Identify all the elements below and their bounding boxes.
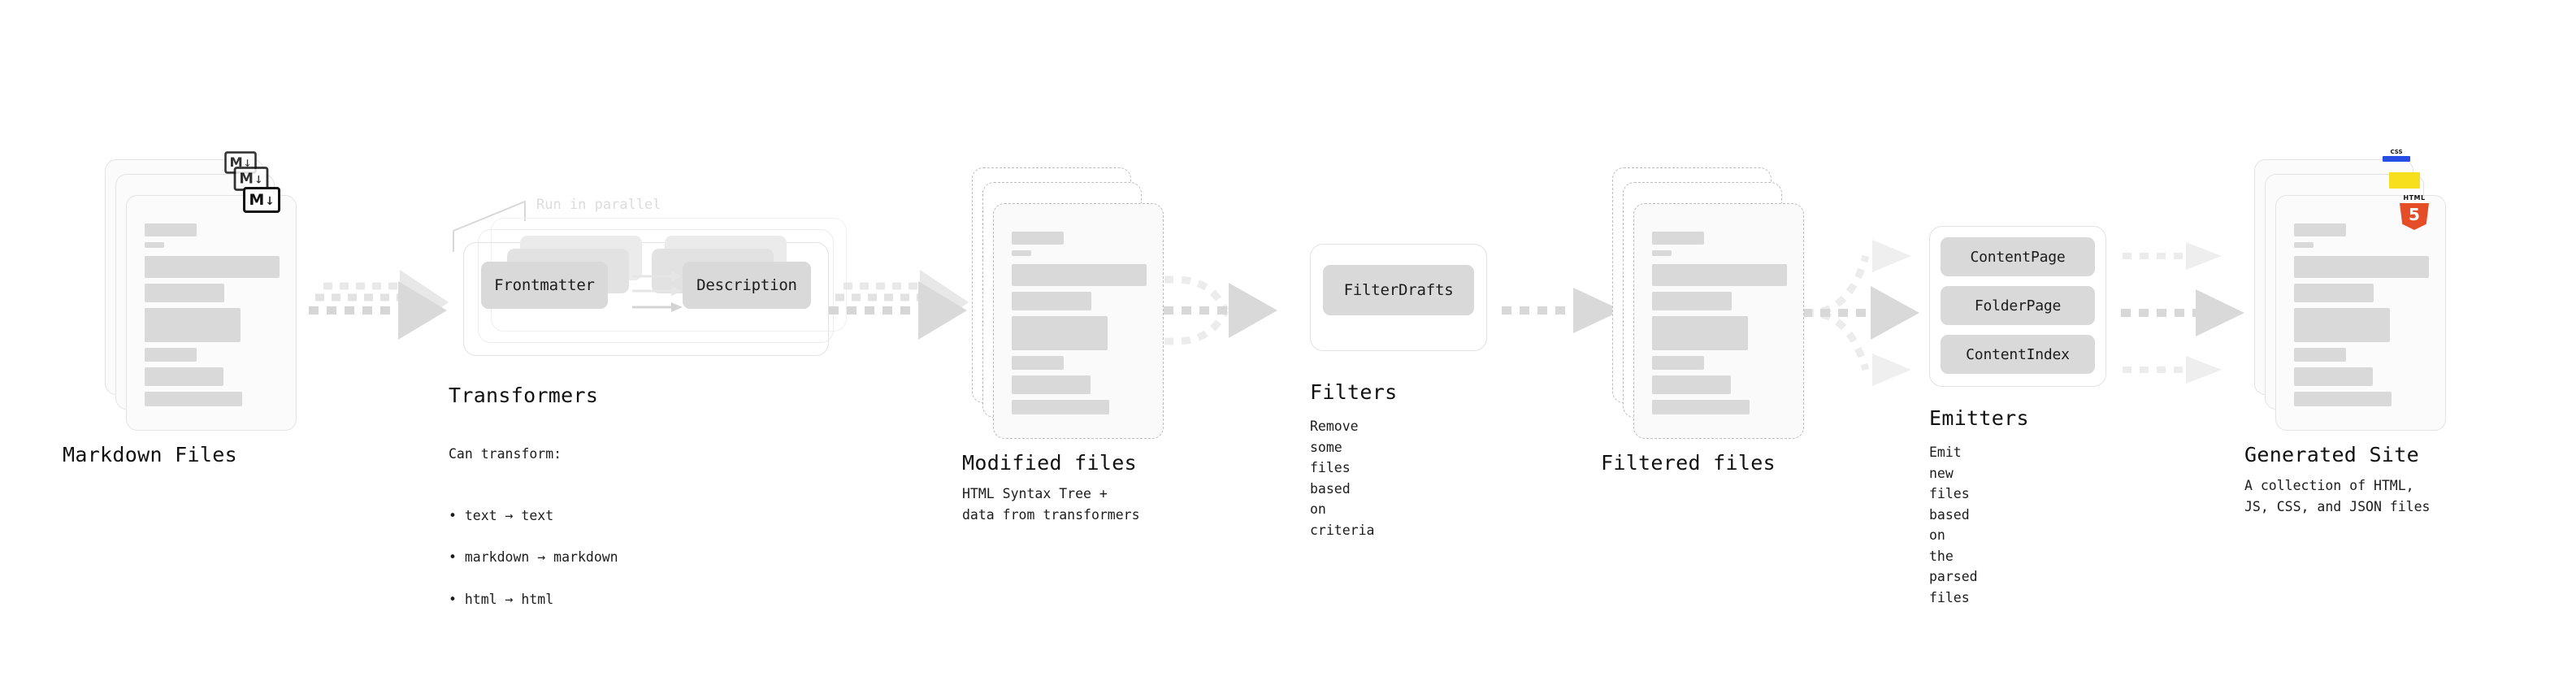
emitters-subtitle: Emit new files based on the parsed files bbox=[1929, 445, 1978, 605]
transformers-bullet-0: text → text bbox=[449, 505, 618, 527]
emitters-pill-contentpage[interactable]: ContentPage bbox=[1941, 237, 2095, 276]
run-in-parallel-bracket bbox=[453, 201, 526, 252]
arrow-markdown-to-transformers bbox=[309, 270, 449, 340]
document-skeleton bbox=[2294, 223, 2429, 412]
emitters-pill-contentindex-label: ContentIndex bbox=[1966, 345, 2070, 363]
transformer-pill-description[interactable]: Description bbox=[683, 262, 811, 309]
transformer-pill-description-label: Description bbox=[696, 276, 797, 294]
arrow-transformers-to-modified bbox=[829, 270, 969, 340]
markdown-file-stack: M↓ M↓ M↓ bbox=[105, 151, 297, 431]
emitters-title: Emitters bbox=[1929, 406, 2029, 430]
site-card-front bbox=[2275, 195, 2446, 431]
document-skeleton bbox=[1652, 232, 1787, 420]
document-skeleton bbox=[1012, 232, 1147, 420]
emitters-pill-folderpage-label: FolderPage bbox=[1974, 297, 2062, 314]
stage-modified-files: Modified files HTML Syntax Tree + data f… bbox=[962, 167, 1164, 523]
filtered-files-title: Filtered files bbox=[1601, 451, 1776, 475]
emitters-group-box bbox=[1929, 226, 2106, 387]
html5-icon-label: HTML bbox=[2403, 194, 2426, 202]
transformers-bullet-2: html → html bbox=[449, 589, 618, 610]
document-skeleton bbox=[145, 223, 280, 412]
arrow-filters-to-filtered bbox=[1502, 288, 1622, 333]
generated-site-title: Generated Site bbox=[2244, 443, 2419, 466]
markdown-icon: M↓ bbox=[243, 187, 280, 213]
filters-group-box bbox=[1310, 244, 1487, 351]
markdown-files-title: Markdown Files bbox=[63, 443, 237, 466]
transformer-group-back-1 bbox=[478, 229, 834, 343]
stage-generated-site: CSS HTML Generated Site A collection of … bbox=[2244, 149, 2446, 514]
emitters-pill-folderpage[interactable]: FolderPage bbox=[1941, 286, 2095, 325]
markdown-icon-letter: M bbox=[229, 154, 243, 171]
filters-pill-filterdrafts-label: FilterDrafts bbox=[1343, 281, 1454, 299]
css-icon: CSS bbox=[2383, 149, 2410, 162]
transformer-inner-arrows bbox=[632, 271, 683, 312]
arrow-modified-to-filters bbox=[1146, 275, 1277, 345]
filters-subtitle: Remove some files based on criteria bbox=[1310, 419, 1375, 538]
emitters-pill-contentindex[interactable]: ContentIndex bbox=[1941, 335, 2095, 374]
html5-icon: HTML bbox=[2399, 194, 2430, 230]
run-in-parallel-label: Run in parallel bbox=[536, 197, 661, 213]
filtered-card-front bbox=[1633, 203, 1804, 439]
markdown-card-front bbox=[126, 195, 297, 431]
transformers-subtitle: Can transform: text → text markdown → ma… bbox=[449, 423, 618, 651]
stage-filtered-files: Filtered files bbox=[1601, 167, 1804, 475]
filters-pill-filterdrafts[interactable]: FilterDrafts bbox=[1323, 265, 1474, 315]
filters-title: Filters bbox=[1310, 380, 1398, 404]
arrow-filtered-to-emitters bbox=[1785, 240, 1919, 386]
generated-site-stack: CSS HTML bbox=[2254, 149, 2446, 431]
emitters-pill-contentpage-label: ContentPage bbox=[1970, 248, 2066, 266]
transformer-pill-frontmatter-label: Frontmatter bbox=[494, 276, 595, 294]
modified-files-title: Modified files bbox=[962, 451, 1137, 475]
js-icon bbox=[2389, 172, 2420, 189]
stage-markdown-files: M↓ M↓ M↓ Markdown Files bbox=[63, 151, 297, 466]
markdown-icon-arrow: ↓ bbox=[243, 154, 252, 171]
modified-files-subtitle: HTML Syntax Tree + data from transformer… bbox=[962, 486, 1140, 523]
arrow-emitters-to-site bbox=[2121, 242, 2244, 384]
transformers-bullet-list: text → text markdown → markdown html → h… bbox=[449, 485, 618, 631]
css-icon-label: CSS bbox=[2390, 149, 2403, 155]
transformers-title: Transformers bbox=[449, 384, 599, 407]
transformer-pill-frontmatter[interactable]: Frontmatter bbox=[481, 262, 608, 309]
transformer-group-front bbox=[463, 242, 829, 356]
modified-card-front bbox=[993, 203, 1164, 439]
generated-site-subtitle: A collection of HTML, JS, CSS, and JSON … bbox=[2244, 478, 2431, 514]
transformers-bullet-1: markdown → markdown bbox=[449, 547, 618, 568]
transformers-subtitle-intro: Can transform: bbox=[449, 445, 562, 462]
modified-file-stack bbox=[972, 167, 1164, 439]
html5-icon-shield bbox=[2400, 203, 2429, 230]
filtered-file-stack bbox=[1612, 167, 1804, 439]
